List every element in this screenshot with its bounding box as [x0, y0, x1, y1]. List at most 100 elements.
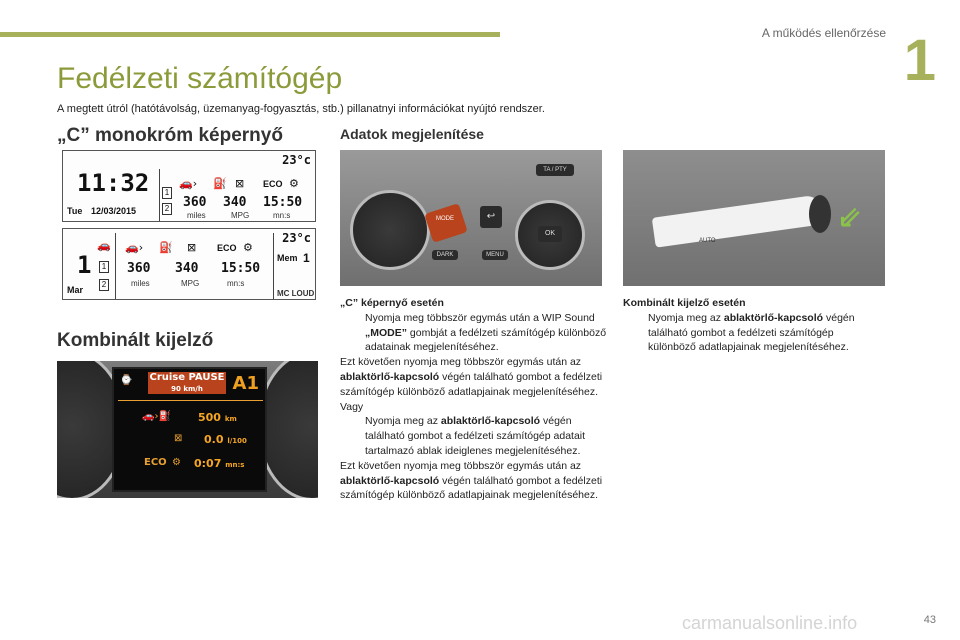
back-arrow-icon[interactable]: ↩ — [480, 206, 502, 228]
paragraph-text: Ezt követően nyomja meg többször egymás … — [340, 459, 582, 472]
wiper-stalk — [651, 194, 825, 248]
page-number: 43 — [923, 614, 936, 626]
or-text: Vagy — [340, 400, 364, 413]
wiper-stalk-photo: AUTO ⇙ — [623, 150, 885, 286]
heading-data-display: Adatok megjelenítése — [340, 126, 484, 142]
lcd-eco-label: ECO — [217, 243, 237, 253]
lcd-value-consumption: 340 — [175, 261, 199, 276]
mode-button[interactable]: MODE — [436, 216, 454, 222]
lcd-value-range: 360 — [127, 261, 151, 276]
dash-eco-label: ECO — [144, 457, 167, 468]
paragraph-bold: ablaktörlő-kapcsoló — [340, 370, 440, 383]
dash-consumption-row: 0.0 l/100 — [204, 433, 247, 446]
x-box-icon: ⊠ — [235, 177, 245, 190]
lcd-eco-label: ECO — [263, 179, 283, 189]
paragraph-text: Ezt követően nyomja meg többször egymás … — [340, 356, 582, 369]
bullet-bold: ablaktörlő-kapcsoló — [440, 415, 541, 428]
cruise-speed: 90 km/h — [171, 385, 203, 393]
wip-sound-panel-photo: MODE DARK MENU ↩ OK TA / PTY — [340, 150, 602, 286]
green-arrow-icon: ⇙ — [837, 200, 863, 235]
lcd-date: 12/03/2015 — [91, 206, 137, 216]
combined-display-heading: Kombinált kijelző esetén — [623, 297, 746, 309]
paragraph-bold: ablaktörlő-kapcsoló — [340, 474, 440, 487]
x-box-icon: ⊠ — [174, 433, 183, 444]
gear-indicator: A1 — [232, 373, 259, 394]
dash-consumption-value: 0.0 — [204, 433, 224, 446]
instruction-bullet: Nyomja meg az ablaktörlő-kapcsoló végén … — [623, 311, 883, 355]
lcd-unit-miles: miles — [187, 211, 206, 220]
watermark: carmanualsonline.info — [682, 613, 858, 633]
eco-gear-icon: ⚙ — [243, 241, 253, 254]
stalk-end-button[interactable] — [809, 195, 831, 233]
lcd-page-box-1: 1 — [99, 261, 109, 273]
cruise-label: Cruise PAUSE — [149, 372, 225, 383]
instruction-bullet: Nyomja meg többször egymás után a WIP So… — [340, 311, 610, 355]
ok-button[interactable]: OK — [538, 226, 562, 242]
lcd-unit-time: mn:s — [227, 279, 245, 288]
section-header: A működés ellenőrzése — [761, 26, 886, 40]
bullet-text: gombját a fedélzeti számítógép különböző… — [365, 326, 607, 354]
dash-range-unit: km — [224, 415, 237, 423]
x-box-icon: ⊠ — [187, 241, 197, 254]
combined-display-screen: ⌚ Cruise PAUSE 90 km/h A1 🚗›⛽ 500 km ⊠ 0… — [112, 367, 267, 492]
c-screen-heading: „C” képernyő esetén — [340, 297, 444, 309]
car-icon: 🚗› — [179, 177, 198, 190]
monochrome-screen-clock-view: 11:32 Tue 12/03/2015 1 2 23°c 🚗› ⛽ ⊠ ECO… — [62, 150, 316, 222]
dark-button[interactable]: DARK — [432, 250, 458, 260]
lcd-unit-time: mn:s — [273, 211, 291, 220]
bullet-text: Nyomja meg az — [648, 311, 724, 324]
dash-time-unit: mn:s — [225, 461, 245, 469]
lcd-divider-right — [273, 233, 274, 299]
display-separator — [118, 400, 263, 401]
stalk-auto-label: AUTO — [699, 238, 716, 244]
speedometer-icon: ⌚ — [120, 375, 133, 386]
monochrome-screen-trip-view: 1 Mar 🚗 1 2 🚗› ⛽ ⊠ ECO ⚙ 360 340 15:50 m… — [62, 228, 316, 300]
lcd-page-box-2: 2 — [162, 203, 172, 215]
chapter-number: 1 — [903, 28, 936, 93]
fuel-pump-icon: ⛽ — [159, 241, 173, 254]
dash-consumption-unit: l/100 — [227, 437, 247, 445]
lcd-unit-miles: miles — [131, 279, 150, 288]
lcd-unit-mpg: MPG — [181, 279, 200, 288]
combined-display-photo: ⌚ Cruise PAUSE 90 km/h A1 🚗›⛽ 500 km ⊠ 0… — [57, 361, 318, 498]
instruction-paragraph: Ezt követően nyomja meg többször egymás … — [340, 459, 610, 503]
car-icon: 🚗› — [125, 241, 144, 254]
ta-pty-button[interactable]: TA / PTY — [536, 164, 574, 176]
header-accent-bar — [0, 32, 500, 37]
dash-time-row: 0:07 mn:s — [194, 457, 244, 470]
paragraph-text: végén található gombot a fedélzeti számí… — [340, 474, 603, 502]
lcd-clock: 1 — [77, 251, 92, 279]
lcd-divider — [159, 169, 160, 221]
combined-display-instructions: Kombinált kijelző esetén Nyomja meg az a… — [623, 296, 883, 355]
instruction-bullet: Nyomja meg az ablaktörlő-kapcsoló végén … — [340, 414, 610, 458]
dash-time-value: 0:07 — [194, 457, 222, 470]
bullet-text: végén található gombot a fedélzeti számí… — [648, 311, 855, 354]
page-title: Fedélzeti számítógép — [57, 62, 343, 95]
lcd-memory-number: 1 — [303, 251, 310, 265]
volume-knob — [350, 190, 430, 270]
paragraph-text: végén található gombot a fedélzeti számí… — [340, 370, 603, 398]
lcd-value-time: 15:50 — [263, 195, 303, 210]
lcd-day: Mar — [67, 285, 84, 295]
lcd-bottom-label: MC LOUD — [277, 289, 315, 298]
bullet-bold: ablaktörlő-kapcsoló — [723, 311, 824, 324]
lcd-divider — [115, 233, 116, 299]
lcd-temperature: 23°c — [282, 231, 311, 245]
intro-text: A megtett útról (hatótávolság, üzemanyag… — [57, 103, 545, 115]
c-screen-instructions: „C” képernyő esetén Nyomja meg többször … — [340, 296, 610, 503]
eco-gear-icon: ⚙ — [172, 457, 181, 468]
lcd-value-time: 15:50 — [221, 261, 261, 276]
lcd-page-box-2: 2 — [99, 279, 109, 291]
heading-monochrome-screen: „C” monokróm képernyő — [57, 125, 283, 146]
lcd-value-range: 360 — [183, 195, 207, 210]
lcd-page-box-1: 1 — [162, 187, 172, 199]
menu-button[interactable]: MENU — [482, 250, 508, 260]
bullet-bold: „MODE” — [365, 326, 407, 339]
car-icon: 🚗 — [97, 239, 111, 252]
car-icon: 🚗›⛽ — [142, 411, 171, 422]
bullet-text: végén található gombot a fedélzeti számí… — [365, 415, 586, 457]
bullet-text: Nyomja meg az — [365, 415, 441, 428]
eco-gear-icon: ⚙ — [289, 177, 299, 190]
fuel-pump-icon: ⛽ — [213, 177, 227, 190]
lcd-clock: 11:32 — [77, 169, 150, 197]
